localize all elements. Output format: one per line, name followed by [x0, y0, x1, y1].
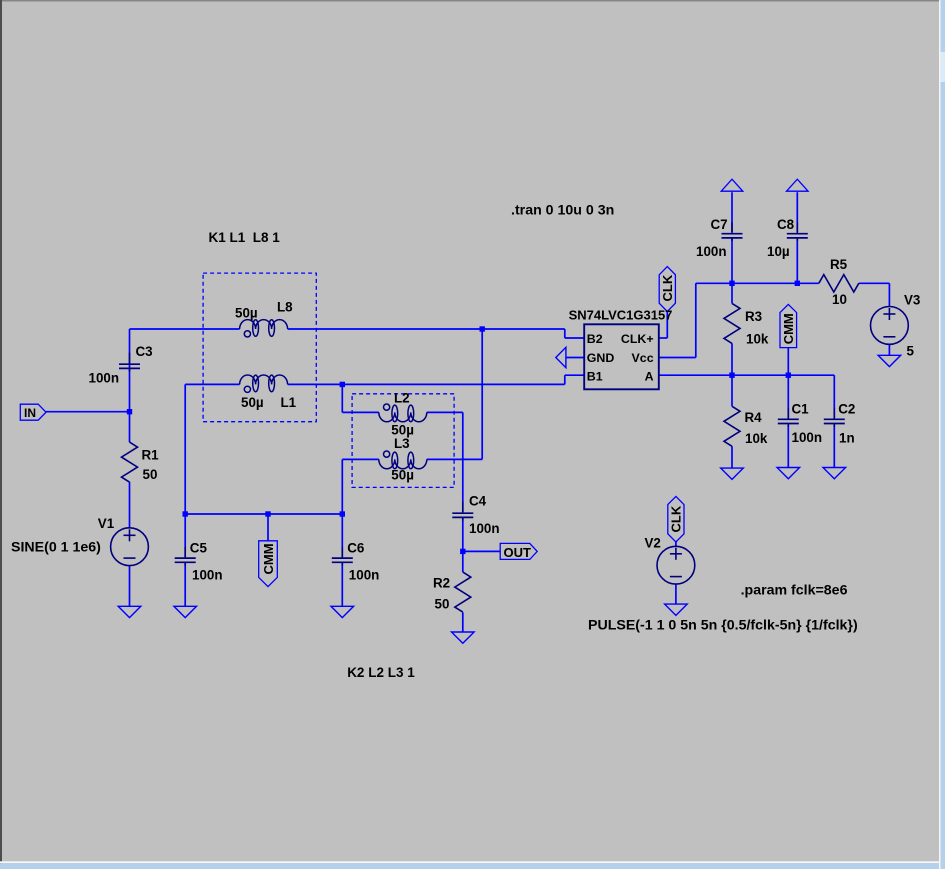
- svg-text:V2: V2: [645, 536, 661, 551]
- svg-text:R1: R1: [142, 448, 160, 463]
- svg-text:C7: C7: [711, 217, 728, 232]
- svg-text:50: 50: [435, 597, 450, 612]
- svg-text:L1: L1: [281, 395, 297, 410]
- svg-text:100n: 100n: [696, 244, 727, 259]
- svg-text:10k: 10k: [746, 332, 769, 347]
- svg-text:R2: R2: [433, 576, 450, 591]
- svg-text:K1 L1 L8 1: K1 L1 L8 1: [209, 230, 281, 245]
- svg-text:C1: C1: [792, 402, 810, 417]
- svg-text:V3: V3: [904, 293, 920, 308]
- svg-text:CMM: CMM: [261, 543, 276, 574]
- svg-text:100n: 100n: [349, 568, 380, 583]
- svg-text:R5: R5: [830, 257, 848, 272]
- svg-text:SINE(0 1 1e6): SINE(0 1 1e6): [11, 540, 101, 556]
- svg-text:100n: 100n: [192, 568, 223, 583]
- svg-text:100n: 100n: [792, 430, 823, 445]
- svg-text:1n: 1n: [839, 431, 855, 446]
- svg-text:50µ: 50µ: [235, 306, 258, 321]
- svg-text:50µ: 50µ: [391, 423, 414, 438]
- svg-text:50µ: 50µ: [241, 395, 264, 410]
- svg-text:Vcc: Vcc: [632, 351, 654, 365]
- svg-text:C8: C8: [777, 217, 795, 232]
- svg-text:K2 L2 L3 1: K2 L2 L3 1: [347, 665, 415, 680]
- svg-text:10µ: 10µ: [767, 244, 790, 259]
- svg-text:L2: L2: [394, 391, 410, 406]
- svg-text:L3: L3: [394, 436, 410, 451]
- svg-text:.param fclk=8e6: .param fclk=8e6: [741, 583, 848, 599]
- svg-text:R3: R3: [745, 309, 762, 324]
- svg-text:50µ: 50µ: [391, 468, 414, 483]
- svg-text:PULSE(-1 1 0 5n 5n {0.5/fclk-5: PULSE(-1 1 0 5n 5n {0.5/fclk-5n} {1/fclk…: [588, 618, 858, 634]
- svg-text:SN74LVC1G3157: SN74LVC1G3157: [569, 308, 673, 323]
- svg-text:A: A: [645, 370, 654, 384]
- svg-text:10k: 10k: [745, 431, 768, 446]
- svg-text:5: 5: [907, 344, 915, 359]
- svg-text:C6: C6: [347, 541, 364, 556]
- svg-text:C3: C3: [136, 344, 153, 359]
- svg-text:100n: 100n: [89, 371, 120, 386]
- svg-text:CLK: CLK: [660, 274, 675, 301]
- svg-text:C4: C4: [469, 494, 487, 509]
- svg-text:CLK+: CLK+: [621, 332, 654, 346]
- svg-text:IN: IN: [24, 406, 36, 420]
- svg-text:B2: B2: [587, 332, 603, 346]
- svg-text:V1: V1: [98, 516, 115, 531]
- svg-text:10: 10: [832, 292, 847, 307]
- svg-text:50: 50: [143, 467, 158, 482]
- svg-text:C2: C2: [838, 402, 855, 417]
- svg-text:GND: GND: [587, 351, 615, 365]
- svg-text:C5: C5: [190, 541, 208, 556]
- svg-text:OUT: OUT: [504, 545, 532, 560]
- svg-text:CMM: CMM: [781, 313, 796, 344]
- svg-text:CLK: CLK: [668, 505, 683, 532]
- svg-text:R4: R4: [745, 410, 763, 425]
- svg-text:B1: B1: [587, 370, 603, 384]
- svg-text:L8: L8: [277, 300, 293, 315]
- svg-text:.tran 0 10u 0 3n: .tran 0 10u 0 3n: [511, 203, 614, 219]
- svg-text:100n: 100n: [469, 521, 500, 536]
